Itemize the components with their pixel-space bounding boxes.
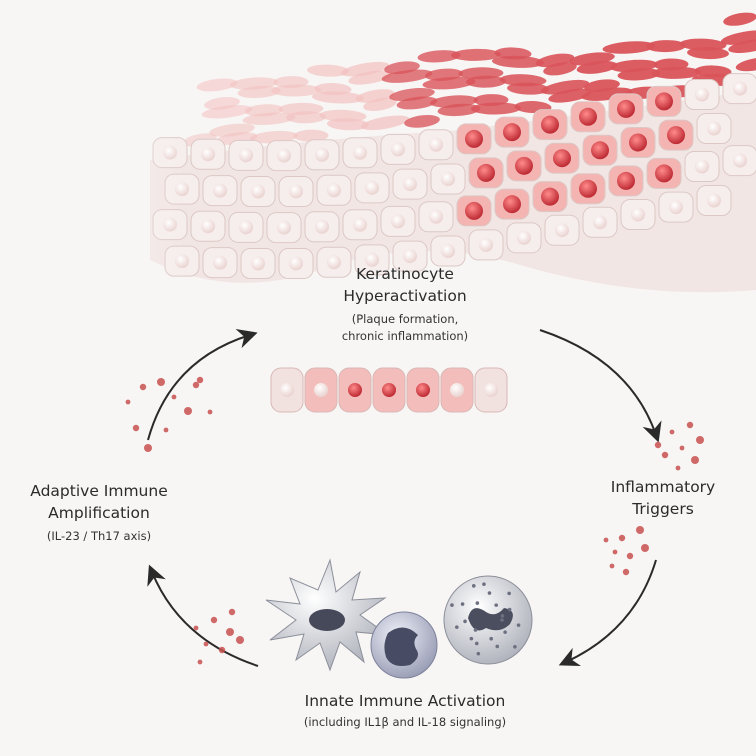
inflammatory-triggers-label: Inflammatory Triggers [588,476,738,520]
label-line: Inflammatory [610,478,716,496]
keratinocyte-cell-row [270,367,508,413]
arrow-innate-to-adaptive [147,564,259,667]
keratinocyte-hyperactivation-label: Keratinocyte Hyperactivation (Plaque for… [270,263,540,345]
label-subtext: chronic inflammation) [341,329,469,343]
label-line: Innate Immune Activation [304,692,506,710]
arrow-keratinocyte-to-triggers [539,329,662,443]
arrow-triggers-to-innate [558,559,657,667]
label-line: Triggers [632,500,694,518]
neutrophil-cell [443,575,533,665]
label-line: Hyperactivation [343,287,467,305]
neutrophil-granules [450,582,521,656]
label-line: Amplification [48,504,150,522]
monocyte-cell [370,611,438,679]
label-line: Keratinocyte [356,265,454,283]
arrow-adaptive-to-keratinocyte [147,329,258,441]
cytokine-particles [125,376,704,665]
label-subtext: (Plaque formation, [351,312,459,326]
skin-tissue-illustration [0,0,756,320]
label-subtext: (IL-23 / Th17 axis) [46,529,152,543]
label-line: Adaptive Immune [30,482,168,500]
adaptive-immune-amplification-label: Adaptive Immune Amplification (IL-23 / T… [4,480,194,545]
cycle-arrows [147,329,662,667]
label-subtext: (including IL1β and IL-18 signaling) [303,715,507,729]
innate-immune-activation-label: Innate Immune Activation (including IL1β… [230,690,580,731]
dendritic-cell [265,558,390,672]
